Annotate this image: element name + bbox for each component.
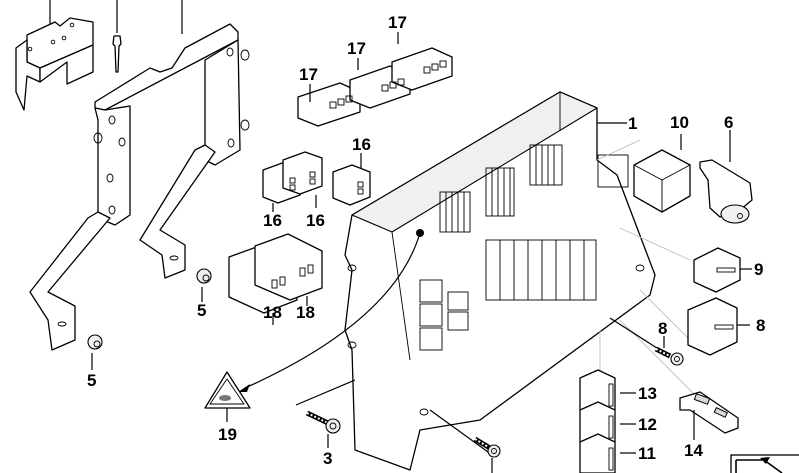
label-16c: 16 (352, 135, 371, 154)
pin (112, 0, 122, 73)
screw-3-align (295, 379, 356, 406)
label-5-upper: 5 (197, 301, 207, 320)
label-9: 8 (756, 316, 766, 335)
screw-3b-align (429, 409, 489, 453)
relay-11 (633, 134, 691, 213)
warning-label-19 (204, 371, 251, 422)
screw-8-align (609, 317, 661, 351)
label-5-lower: 5 (87, 371, 97, 390)
label-17c: 17 (388, 13, 407, 32)
label-14: 13 (638, 384, 657, 403)
label-17a: 17 (299, 65, 318, 84)
label-18a: 18 (263, 303, 282, 322)
holder-6 (699, 130, 753, 224)
label-13: 12 (638, 415, 657, 434)
label-12: 11 (638, 444, 656, 463)
label-18b: 18 (296, 303, 315, 322)
screw-3 (305, 410, 341, 448)
nut-5-upper (196, 268, 212, 302)
label-19: 19 (218, 425, 237, 444)
label-8: 8 (658, 319, 668, 338)
label-16a: 16 (263, 211, 282, 230)
label-11: 10 (670, 113, 689, 132)
fuse-box-1 (344, 91, 656, 471)
connectors-18 (228, 233, 323, 325)
connectors-16 (262, 151, 371, 212)
screw-8 (654, 336, 684, 366)
relay-10 (693, 247, 752, 293)
nut-5-lower (87, 334, 103, 370)
label-6: 6 (724, 113, 734, 132)
label-16b: 16 (306, 211, 325, 230)
main-bracket (29, 0, 250, 351)
relays-12-13-14 (579, 369, 636, 473)
label-1: 1 (628, 114, 638, 133)
relay-9 (687, 297, 750, 356)
wire-leader (244, 232, 421, 389)
label-15: 14 (684, 441, 703, 460)
corner-logo (730, 454, 799, 473)
label-3: 3 (323, 449, 333, 468)
label-10: 9 (754, 260, 764, 279)
arrow-head (238, 384, 250, 392)
fuse-puller-15 (679, 391, 739, 440)
screw-3b (473, 436, 501, 473)
connector-strips-17 (297, 32, 453, 127)
label-17b: 17 (347, 39, 366, 58)
small-bracket (15, 0, 94, 111)
